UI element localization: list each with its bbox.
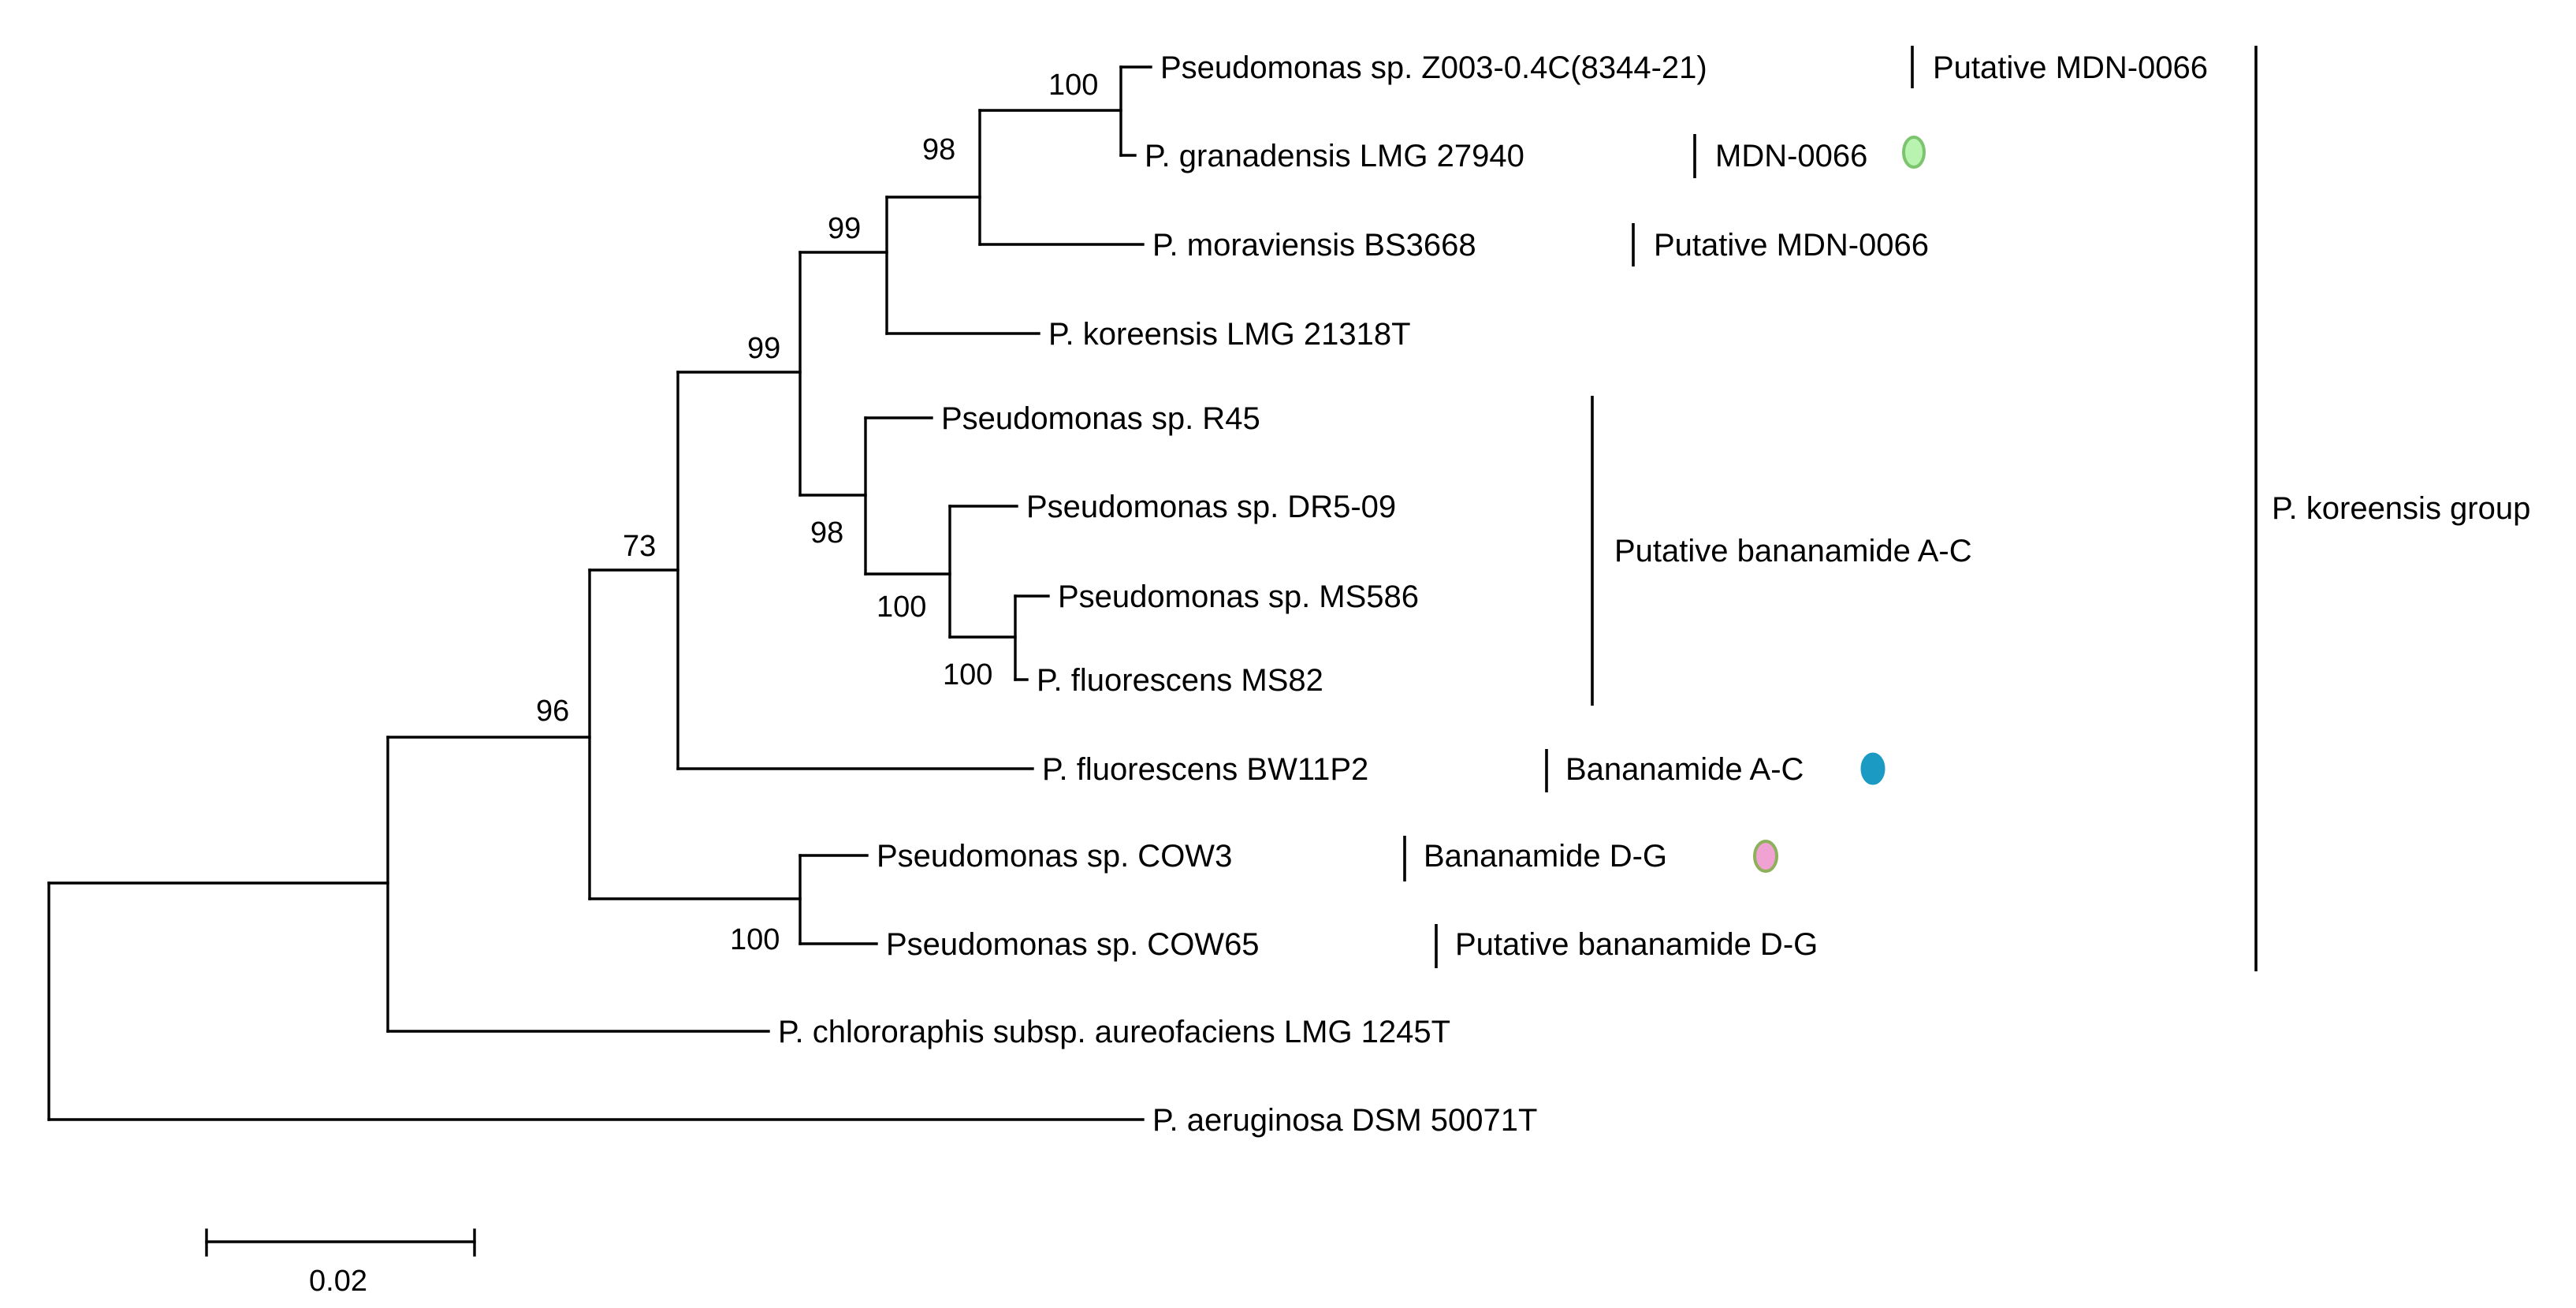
scale-bar: 0.02 bbox=[205, 1228, 476, 1298]
taxon-label: P. moraviensis BS3668 bbox=[1152, 228, 1476, 263]
bananamide-d-g-marker-icon bbox=[1753, 840, 1778, 873]
bootstrap-value: 96 bbox=[536, 695, 569, 728]
bootstrap-value: 100 bbox=[730, 923, 780, 956]
taxon-label: P. fluorescens BW11P2 bbox=[1042, 752, 1368, 787]
taxon-label: P. fluorescens MS82 bbox=[1037, 663, 1323, 698]
bootstrap-value: 73 bbox=[623, 530, 656, 563]
bootstrap-values: 100 98 99 99 98 100 100 73 100 96 bbox=[536, 69, 1098, 956]
annotation-label: Putative bananamide A-C bbox=[1614, 534, 1972, 568]
taxon-label: Pseudomonas sp. R45 bbox=[941, 401, 1260, 436]
taxon-label: P. aeruginosa DSM 50071T bbox=[1152, 1103, 1537, 1138]
annotation-label: Bananamide A-C bbox=[1565, 752, 1804, 787]
taxon-label: Pseudomonas sp. COW3 bbox=[877, 839, 1232, 874]
annotation-label: Putative MDN-0066 bbox=[1933, 50, 2208, 85]
bootstrap-value: 98 bbox=[922, 133, 955, 166]
bootstrap-value: 100 bbox=[943, 658, 992, 691]
bootstrap-value: 99 bbox=[828, 212, 861, 245]
taxon-label: P. granadensis LMG 27940 bbox=[1145, 139, 1524, 173]
bootstrap-value: 98 bbox=[810, 516, 843, 550]
bootstrap-value: 99 bbox=[747, 332, 780, 365]
taxon-label: Pseudomonas sp. MS586 bbox=[1058, 579, 1419, 614]
taxon-label: P. koreensis LMG 21318T bbox=[1048, 317, 1411, 352]
annotation-label: Bananamide D-G bbox=[1424, 839, 1667, 874]
annotation-label: Putative MDN-0066 bbox=[1654, 228, 1929, 263]
compound-annotations: Putative MDN-0066 MDN-0066 Putative MDN-… bbox=[1403, 46, 2208, 968]
mdn-0066-marker-icon bbox=[1902, 136, 1926, 169]
bootstrap-value: 100 bbox=[1048, 69, 1098, 102]
bananamide-a-c-marker-icon bbox=[1860, 752, 1885, 785]
group-annotation: P. koreensis group bbox=[2254, 46, 2530, 971]
taxon-labels: Pseudomonas sp. Z003-0.4C(8344-21) P. gr… bbox=[778, 50, 1707, 1138]
taxon-label: Pseudomonas sp. Z003-0.4C(8344-21) bbox=[1160, 50, 1707, 85]
scale-bar-label: 0.02 bbox=[309, 1265, 367, 1298]
annotation-label: Putative bananamide D-G bbox=[1455, 927, 1818, 962]
taxon-label: Pseudomonas sp. DR5-09 bbox=[1026, 490, 1396, 524]
tree-branches bbox=[47, 65, 1152, 1121]
group-label: P. koreensis group bbox=[2272, 491, 2530, 526]
taxon-label: P. chlororaphis subsp. aureofaciens LMG … bbox=[778, 1015, 1450, 1049]
bootstrap-value: 100 bbox=[877, 591, 926, 624]
annotation-label: MDN-0066 bbox=[1715, 139, 1867, 173]
taxon-label: Pseudomonas sp. COW65 bbox=[886, 927, 1260, 962]
